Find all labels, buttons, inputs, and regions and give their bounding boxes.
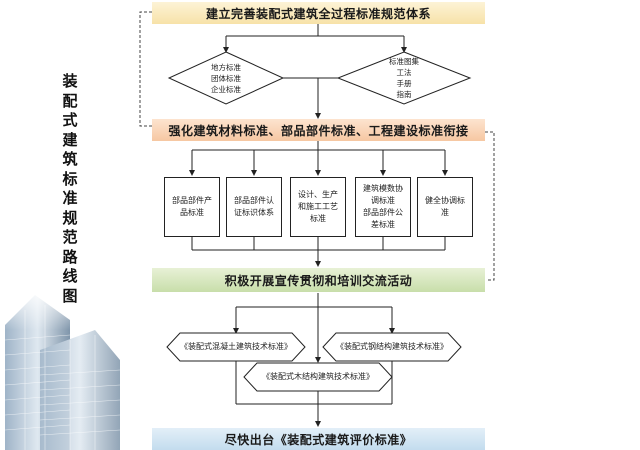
green-band-label: 积极开展宣传贯彻和培训交流活动 (224, 273, 413, 288)
vertical-title: 装配式建筑标准规范路线图 (62, 72, 78, 305)
box-4-line-1: 建筑模数协 (363, 184, 403, 193)
bottom-band-label: 尽快出台《装配式建筑评价标准》 (224, 432, 413, 447)
box-4-line-2: 调标准 (371, 196, 395, 205)
diamond-right-line-4: 指南 (396, 90, 412, 99)
box-3-line-2: 和施工工艺 (298, 202, 338, 211)
diamond-left-line-2: 团体标准 (211, 74, 241, 83)
box-coordination: 健全协调标准 (417, 177, 473, 237)
diamond-right (336, 51, 472, 105)
diamond-right-line-2: 工法 (396, 68, 412, 77)
box-5-line-1: 健全协调标 (425, 196, 465, 205)
box-4-line-3: 部品部件公 (363, 208, 403, 217)
box-5-line-2: 准 (441, 208, 449, 217)
top-band-label: 建立完善装配式建筑全过程标准规范体系 (205, 6, 431, 21)
hexagon-concrete-label: 《装配式混凝土建筑技术标准》 (180, 342, 292, 351)
hexagon-steel (322, 332, 462, 362)
dashed-loop-left (139, 11, 152, 127)
box-design-production: 设计、生产和施工工艺标准 (290, 177, 346, 237)
mid-band: 强化建筑材料标准、部品部件标准、工程建设标准衔接 (152, 119, 485, 141)
box-component-product: 部品部件产品标准 (164, 177, 220, 237)
box-2-line-1: 部品部件认 (234, 196, 274, 205)
box-3-line-3: 标准 (310, 214, 326, 223)
box-modular-tolerance: 建筑模数协调标准部品部件公差标准 (355, 177, 411, 237)
diamond-left (167, 51, 285, 105)
diamond-right-line-1: 标准图集 (389, 57, 419, 66)
diamond-left-line-3: 企业标准 (211, 85, 241, 94)
box-4-line-4: 差标准 (371, 220, 395, 229)
hexagon-timber-label: 《装配式木结构建筑技术标准》 (262, 372, 374, 381)
hexagon-concrete (166, 332, 306, 362)
box-3-line-1: 设计、生产 (298, 190, 338, 199)
box-2-line-2: 证标识体系 (234, 208, 274, 217)
diamond-left-line-1: 地方标准 (211, 63, 241, 72)
bottom-band: 尽快出台《装配式建筑评价标准》 (152, 428, 485, 450)
building-illustration (0, 290, 130, 450)
diamond-right-line-3: 手册 (396, 79, 412, 88)
green-band: 积极开展宣传贯彻和培训交流活动 (152, 268, 485, 292)
mid-band-label: 强化建筑材料标准、部品部件标准、工程建设标准衔接 (168, 123, 469, 138)
box-component-certification: 部品部件认证标识体系 (226, 177, 282, 237)
diamond-right-text: 标准图集 工法 手册 指南 (374, 56, 434, 100)
diamond-left-text: 地方标准 团体标准 企业标准 (196, 62, 256, 95)
top-band: 建立完善装配式建筑全过程标准规范体系 (152, 2, 485, 24)
box-1-line-1: 部品部件产 (172, 196, 212, 205)
hexagon-steel-label: 《装配式钢结构建筑技术标准》 (336, 342, 448, 351)
dashed-loop-right (485, 131, 495, 281)
box-1-line-2: 品标准 (180, 208, 204, 217)
